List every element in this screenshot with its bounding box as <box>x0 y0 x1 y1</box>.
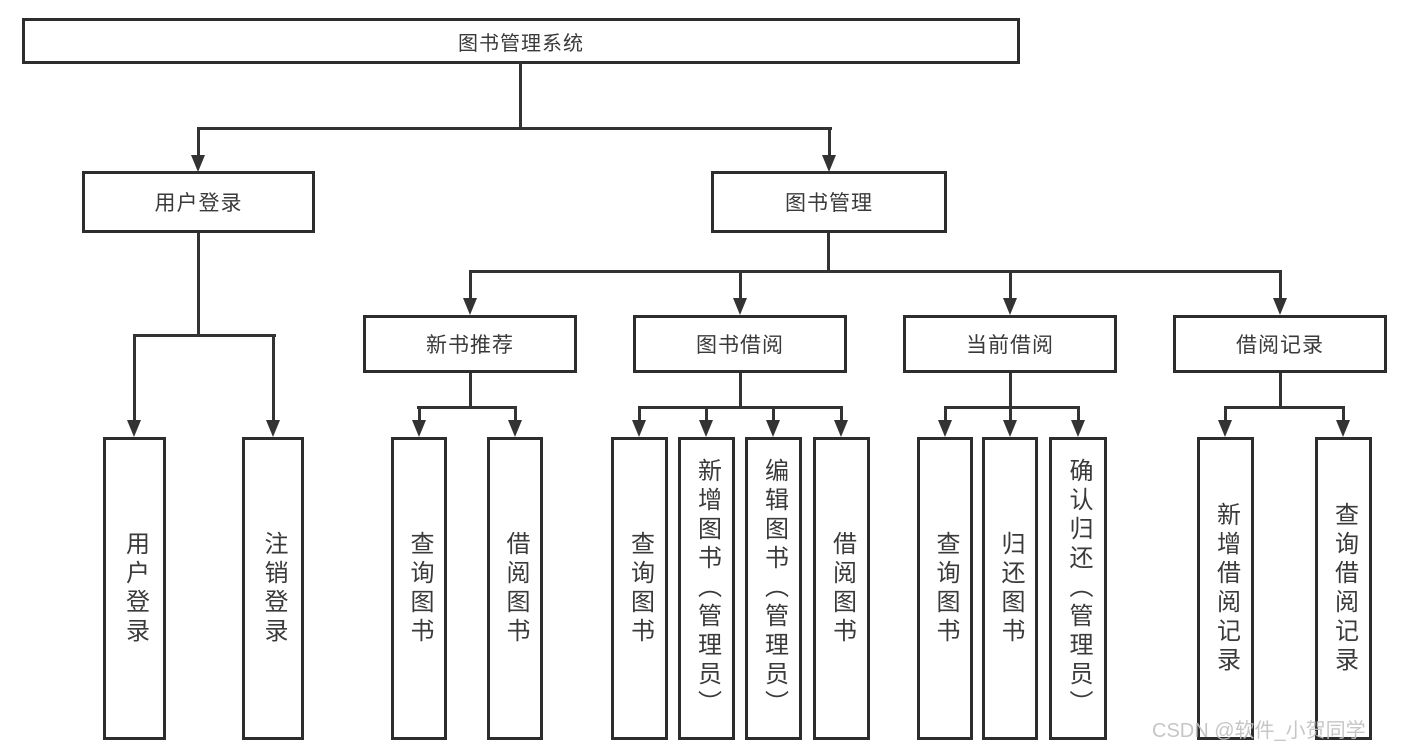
connector-line <box>827 233 830 273</box>
node-book-management: 图书管理 <box>711 171 947 233</box>
connector-line <box>417 406 517 409</box>
node-new-book-recommend: 新书推荐 <box>363 315 577 373</box>
arrow-down-icon <box>822 155 836 172</box>
connector-line <box>638 406 843 409</box>
connector-line <box>944 406 947 422</box>
connector-line <box>469 373 472 409</box>
node-borrow-records: 借阅记录 <box>1173 315 1387 373</box>
node-current-borrow-label: 当前借阅 <box>966 334 1054 357</box>
arrow-down-icon <box>508 420 522 437</box>
connector-line <box>133 334 136 422</box>
leaf-user-login: 用户登录 <box>103 437 166 740</box>
connector-line <box>1279 270 1282 300</box>
node-user-login-label: 用户登录 <box>154 192 243 215</box>
leaf-edit-books-admin: 编辑图书（管理员） <box>745 437 802 740</box>
node-root-label: 图书管理系统 <box>458 32 584 55</box>
connector-line <box>197 233 200 337</box>
arrow-down-icon <box>699 420 713 437</box>
leaf-add-borrow-record-label: 新增借阅记录 <box>1212 501 1240 676</box>
leaf-edit-books-admin-label: 编辑图书（管理员） <box>760 458 788 719</box>
leaf-recommend-borrow-books: 借阅图书 <box>487 437 543 740</box>
connector-line <box>739 373 742 409</box>
leaf-confirm-return-admin: 确认归还（管理员） <box>1049 437 1107 740</box>
connector-line <box>1009 406 1012 422</box>
arrow-down-icon <box>938 420 952 437</box>
leaf-borrow-query-books: 查询图书 <box>611 437 668 740</box>
leaf-current-query-books-label: 查询图书 <box>932 530 959 647</box>
node-root: 图书管理系统 <box>22 18 1020 64</box>
connector-line <box>272 334 275 422</box>
leaf-user-login-label: 用户登录 <box>121 530 149 647</box>
leaf-add-borrow-record: 新增借阅记录 <box>1197 437 1254 740</box>
leaf-current-query-books: 查询图书 <box>917 437 973 740</box>
connector-line <box>418 406 421 422</box>
connector-line <box>739 270 742 300</box>
arrow-down-icon <box>412 420 426 437</box>
connector-line <box>828 127 831 159</box>
leaf-query-borrow-record-label: 查询借阅记录 <box>1330 501 1358 676</box>
connector-line <box>840 406 843 422</box>
leaf-recommend-query-books: 查询图书 <box>391 437 447 740</box>
connector-line <box>1224 406 1227 422</box>
leaf-borrow-borrow-books: 借阅图书 <box>813 437 870 740</box>
arrow-down-icon <box>1273 298 1287 315</box>
node-new-book-recommend-label: 新书推荐 <box>426 334 514 357</box>
connector-line <box>705 406 708 422</box>
watermark: CSDN @软件_小贺同学 <box>1152 720 1366 742</box>
node-book-borrow-label: 图书借阅 <box>696 334 784 357</box>
arrow-down-icon <box>766 420 780 437</box>
leaf-logout: 注销登录 <box>242 437 304 740</box>
connector-line <box>772 406 775 422</box>
connector-line <box>1279 373 1282 409</box>
leaf-add-books-admin: 新增图书（管理员） <box>678 437 735 740</box>
node-current-borrow: 当前借阅 <box>903 315 1117 373</box>
connector-line <box>519 62 522 130</box>
arrow-down-icon <box>834 420 848 437</box>
arrow-down-icon <box>463 298 477 315</box>
arrow-down-icon <box>1003 298 1017 315</box>
connector-line <box>197 127 200 159</box>
arrow-down-icon <box>632 420 646 437</box>
arrow-down-icon <box>1336 420 1350 437</box>
connector-line <box>514 406 517 422</box>
leaf-query-borrow-record: 查询借阅记录 <box>1315 437 1372 740</box>
leaf-recommend-query-books-label: 查询图书 <box>406 530 433 647</box>
leaf-add-books-admin-label: 新增图书（管理员） <box>693 458 721 719</box>
leaf-confirm-return-admin-label: 确认归还（管理员） <box>1065 458 1092 719</box>
leaf-return-books: 归还图书 <box>982 437 1038 740</box>
connector-line <box>197 127 832 130</box>
node-book-management-label: 图书管理 <box>785 192 873 215</box>
arrow-down-icon <box>191 155 205 172</box>
leaf-logout-label: 注销登录 <box>260 530 287 647</box>
arrow-down-icon <box>127 420 141 437</box>
leaf-return-books-label: 归还图书 <box>997 530 1024 647</box>
connector-line <box>1009 270 1012 300</box>
leaf-borrow-query-books-label: 查询图书 <box>626 530 654 647</box>
arrow-down-icon <box>266 420 280 437</box>
connector-line <box>1009 373 1012 409</box>
node-borrow-records-label: 借阅记录 <box>1236 334 1324 357</box>
arrow-down-icon <box>1218 420 1232 437</box>
node-book-borrow: 图书借阅 <box>633 315 847 373</box>
connector-line <box>1077 406 1080 422</box>
connector-line <box>1342 406 1345 422</box>
arrow-down-icon <box>1003 420 1017 437</box>
leaf-recommend-borrow-books-label: 借阅图书 <box>502 530 529 647</box>
node-user-login: 用户登录 <box>82 171 315 233</box>
connector-line <box>944 406 1080 409</box>
connector-line <box>1224 406 1345 409</box>
connector-line <box>638 406 641 422</box>
connector-line <box>469 270 472 300</box>
arrow-down-icon <box>1071 420 1085 437</box>
leaf-borrow-borrow-books-label: 借阅图书 <box>828 530 856 647</box>
connector-line <box>133 334 276 337</box>
arrow-down-icon <box>733 298 747 315</box>
connector-line <box>469 270 1282 273</box>
